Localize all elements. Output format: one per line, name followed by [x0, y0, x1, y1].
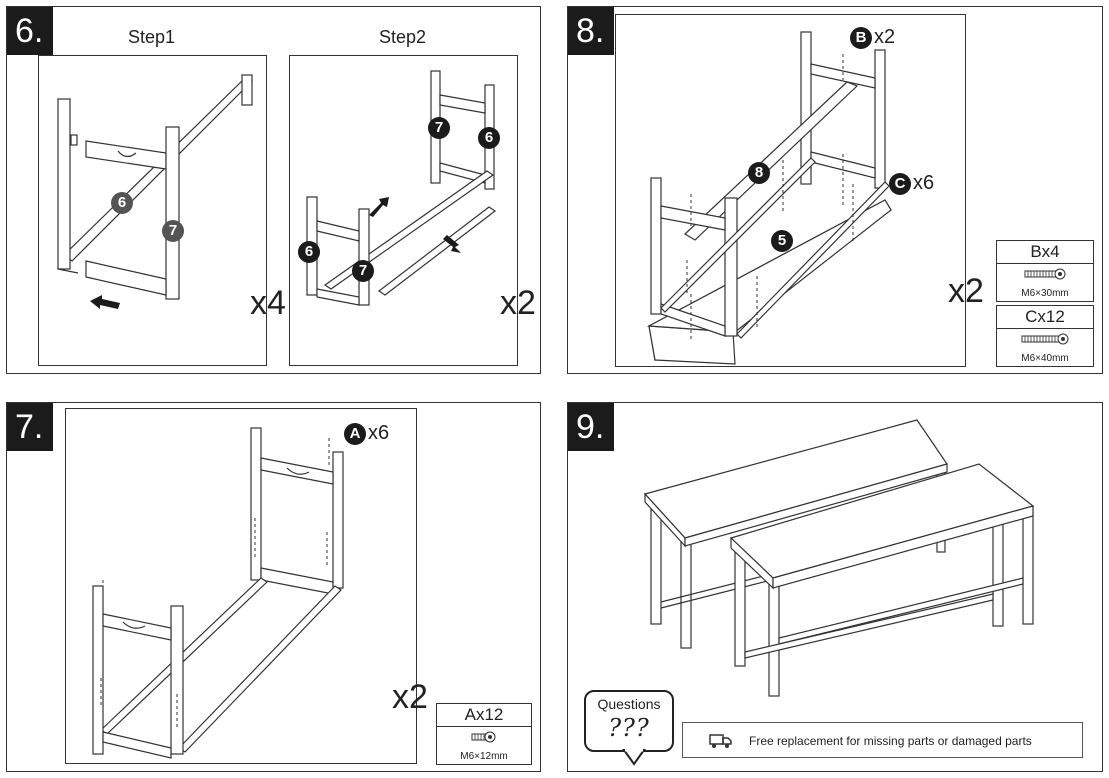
- frame-bolting-drawing: [92, 427, 344, 759]
- step-number-8: 8.: [568, 7, 615, 55]
- questions-label: Questions: [597, 696, 661, 712]
- step8-quantity: x2: [948, 272, 984, 310]
- step1-box: [38, 55, 267, 366]
- step-number-7: 7.: [7, 403, 54, 451]
- service-notice: Free replacement for missing parts or da…: [682, 722, 1083, 758]
- bench-seat-attachment-drawing: [646, 31, 892, 365]
- part-badge-8: 8: [748, 162, 770, 184]
- step1-quantity: x4: [250, 284, 286, 322]
- step2-frame-drawing: [306, 70, 497, 306]
- finished-benches-drawing: [643, 419, 1035, 697]
- hardware-box-a: Ax12 M6×12mm: [436, 703, 532, 765]
- step1-frame-drawing: [57, 74, 254, 309]
- callout-a-quantity: x6: [368, 422, 390, 444]
- callout-b-quantity: x2: [874, 26, 896, 48]
- hardware-badge-c: C: [889, 172, 911, 195]
- part-badge-6: 6: [298, 241, 320, 263]
- bolt-icon: [1021, 333, 1069, 345]
- truck-icon: [709, 734, 732, 748]
- step2-title: Step2: [379, 27, 427, 47]
- hardware-a-size: M6×12mm: [460, 751, 508, 762]
- hardware-badge-b: B: [850, 26, 872, 49]
- bolt-icon: [1024, 268, 1066, 280]
- questions-bubble: Questions ???: [584, 690, 674, 752]
- step7-drawing-box: [65, 408, 417, 764]
- part-badge-7: 7: [428, 117, 450, 139]
- hardware-box-b: Bx4 M6×30mm: [996, 240, 1094, 302]
- part-badge-6: 6: [478, 127, 500, 149]
- hardware-b-title: Bx4: [997, 241, 1093, 264]
- question-marks: ???: [608, 714, 650, 742]
- step-number-9: 9.: [568, 403, 615, 451]
- step-number-6: 6.: [7, 7, 54, 55]
- step2-quantity: x2: [500, 284, 536, 322]
- part-badge-7: 7: [352, 260, 374, 282]
- hardware-c-title: Cx12: [997, 306, 1093, 329]
- part-badge-6: 6: [111, 192, 133, 214]
- hardware-b-size: M6×30mm: [1021, 288, 1069, 299]
- step1-title: Step1: [128, 27, 176, 47]
- service-text: Free replacement for missing parts or da…: [749, 734, 1032, 748]
- callout-c-quantity: x6: [913, 172, 935, 194]
- step7-quantity: x2: [392, 678, 428, 716]
- hardware-a-title: Ax12: [437, 704, 531, 727]
- bolt-icon: [471, 731, 496, 743]
- hardware-box-c: Cx12 M6×40mm: [996, 305, 1094, 367]
- part-badge-7: 7: [162, 220, 184, 242]
- bubble-tail: [622, 748, 646, 766]
- hardware-badge-a: A: [344, 422, 366, 445]
- hardware-c-size: M6×40mm: [1021, 353, 1069, 364]
- part-badge-5: 5: [771, 230, 793, 252]
